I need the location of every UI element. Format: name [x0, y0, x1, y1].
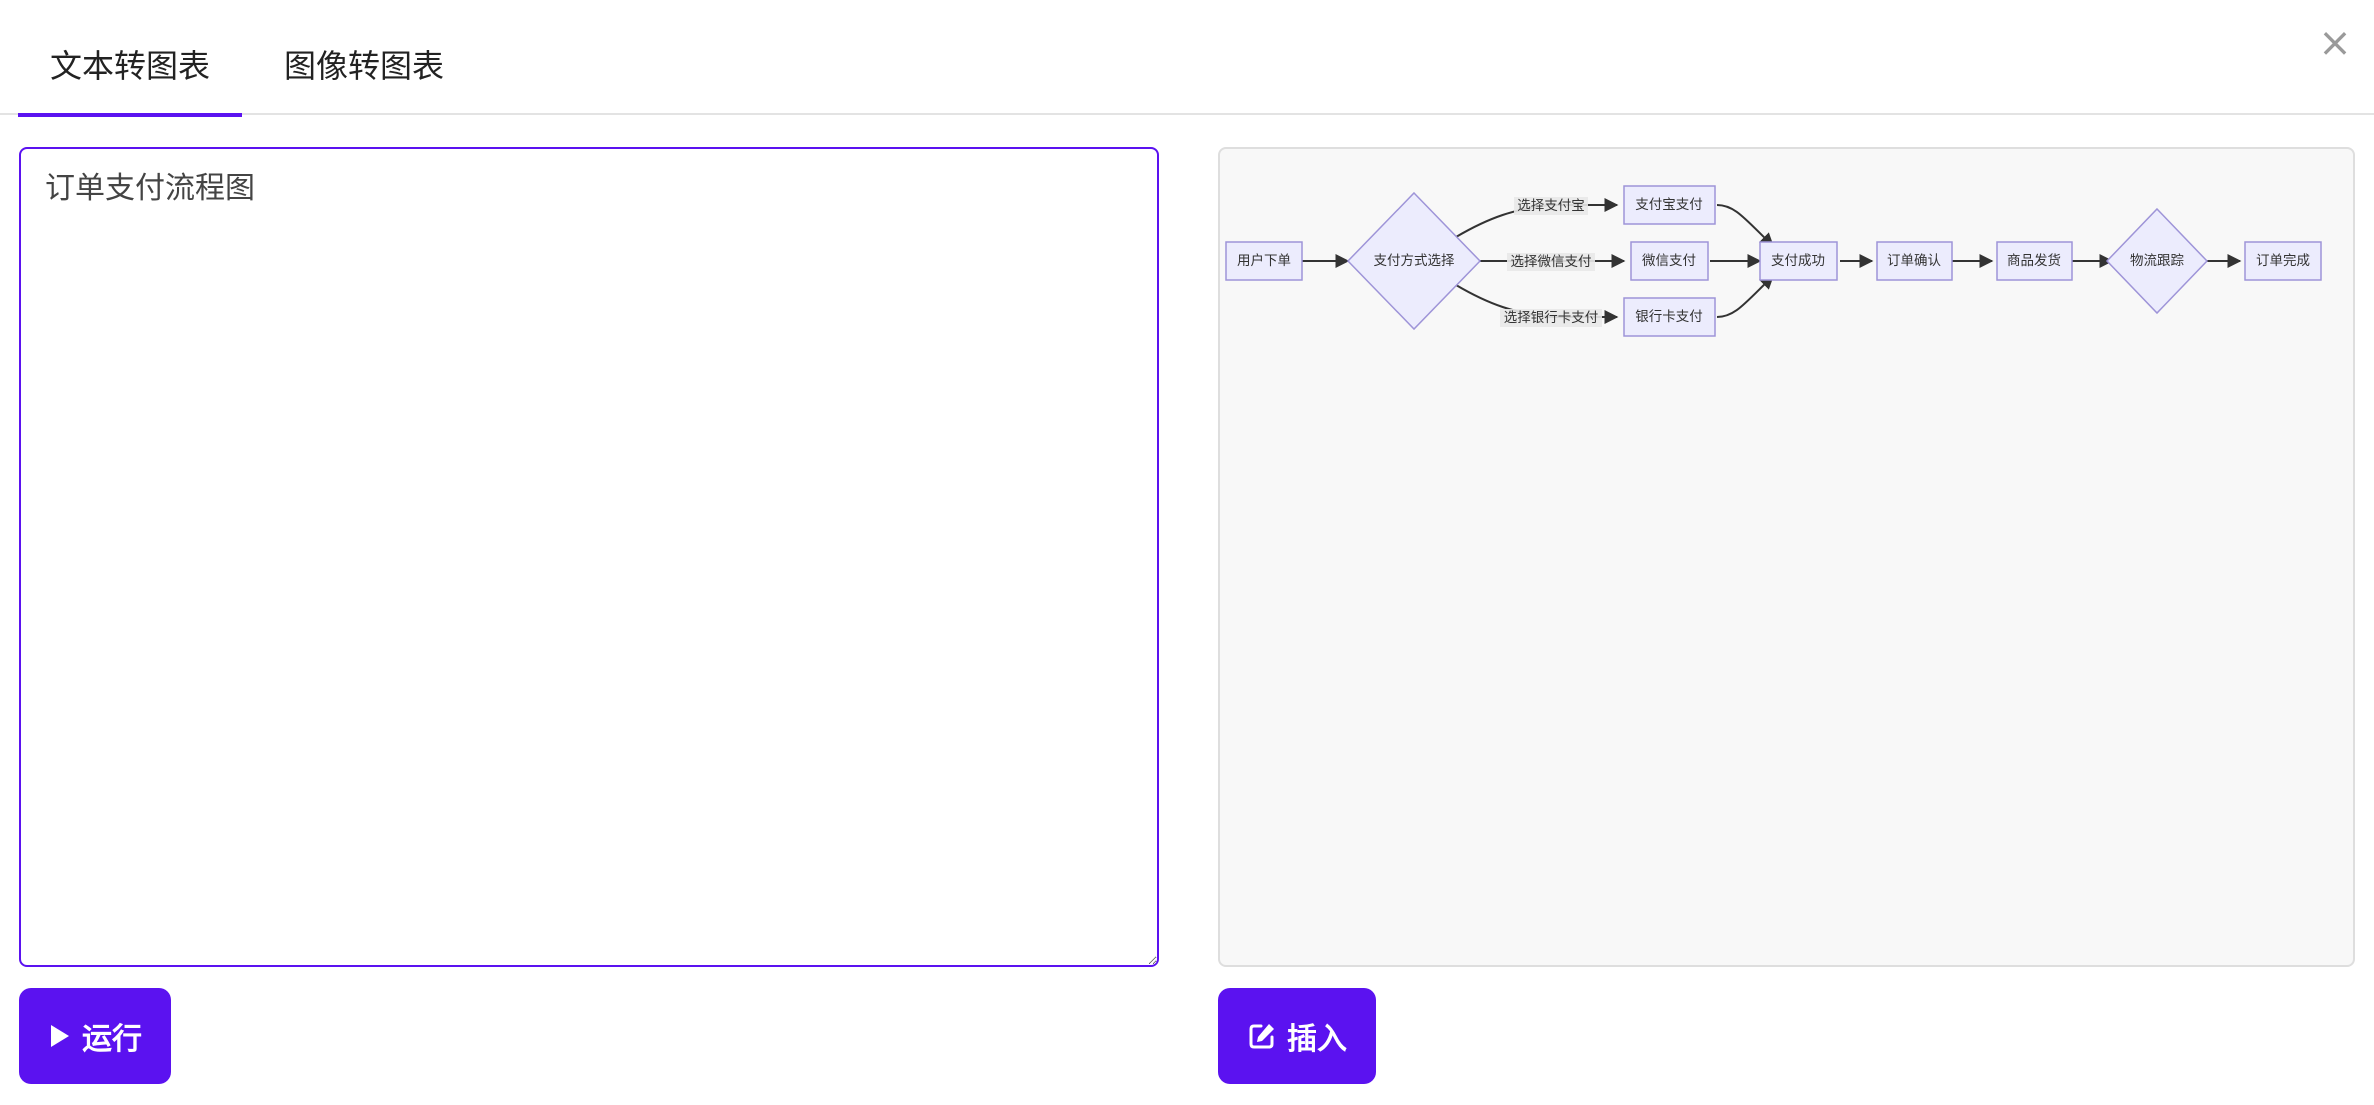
- edge-label-alipay: 选择支付宝: [1514, 197, 1588, 215]
- node-ship-goods: 商品发货: [1996, 241, 2073, 281]
- play-icon: [51, 1025, 69, 1047]
- close-icon[interactable]: ×: [2318, 20, 2352, 66]
- node-pay-success: 支付成功: [1759, 241, 1838, 281]
- svg-text:商品发货: 商品发货: [2007, 252, 2061, 269]
- diagram-text-input[interactable]: 订单支付流程图: [19, 147, 1159, 967]
- diagram-preview: 选择支付宝 选择微信支付 选择银行卡支付 用户下单 支付方式选择 支付宝支付 微…: [1218, 147, 2355, 967]
- edge-alipay-success: [1716, 204, 1775, 247]
- node-payment-choice: 支付方式选择: [1346, 191, 1482, 331]
- svg-text:支付成功: 支付成功: [1771, 253, 1825, 269]
- edit-icon: [1249, 1024, 1274, 1049]
- svg-text:银行卡支付: 银行卡支付: [1635, 309, 1703, 325]
- node-order-confirm: 订单确认: [1876, 241, 1953, 281]
- svg-text:用户下单: 用户下单: [1237, 252, 1291, 269]
- node-order-done: 订单完成: [2244, 241, 2322, 281]
- svg-text:微信支付: 微信支付: [1642, 253, 1696, 269]
- svg-text:支付宝支付: 支付宝支付: [1635, 197, 1703, 213]
- tab-text-to-chart[interactable]: 文本转图表: [18, 0, 242, 117]
- tab-bar: 文本转图表 图像转图表: [0, 0, 2374, 117]
- edge-label-wechat: 选择微信支付: [1507, 253, 1595, 271]
- node-wechat-pay: 微信支付: [1630, 241, 1709, 281]
- svg-text:选择微信支付: 选择微信支付: [1511, 254, 1592, 270]
- node-alipay: 支付宝支付: [1623, 185, 1716, 225]
- insert-button[interactable]: 插入: [1218, 988, 1376, 1084]
- node-bank-card: 银行卡支付: [1623, 297, 1716, 337]
- node-logistics-tracking: 物流跟踪: [2105, 207, 2209, 315]
- svg-text:订单确认: 订单确认: [1887, 253, 1941, 269]
- svg-text:支付方式选择: 支付方式选择: [1374, 253, 1455, 269]
- svg-text:选择支付宝: 选择支付宝: [1517, 198, 1585, 214]
- run-button-label: 运行: [82, 1022, 142, 1057]
- flowchart-diagram: 选择支付宝 选择微信支付 选择银行卡支付 用户下单 支付方式选择 支付宝支付 微…: [1225, 185, 2322, 337]
- node-user-order: 用户下单: [1225, 241, 1303, 281]
- svg-text:物流跟踪: 物流跟踪: [2130, 253, 2185, 269]
- svg-text:选择银行卡支付: 选择银行卡支付: [1504, 310, 1599, 326]
- edge-bank-success: [1716, 275, 1775, 318]
- svg-text:订单完成: 订单完成: [2256, 253, 2310, 269]
- tab-image-to-chart[interactable]: 图像转图表: [283, 47, 444, 85]
- edge-label-bank: 选择银行卡支付: [1500, 309, 1602, 327]
- run-button[interactable]: 运行: [19, 988, 171, 1084]
- insert-button-label: 插入: [1287, 1022, 1347, 1057]
